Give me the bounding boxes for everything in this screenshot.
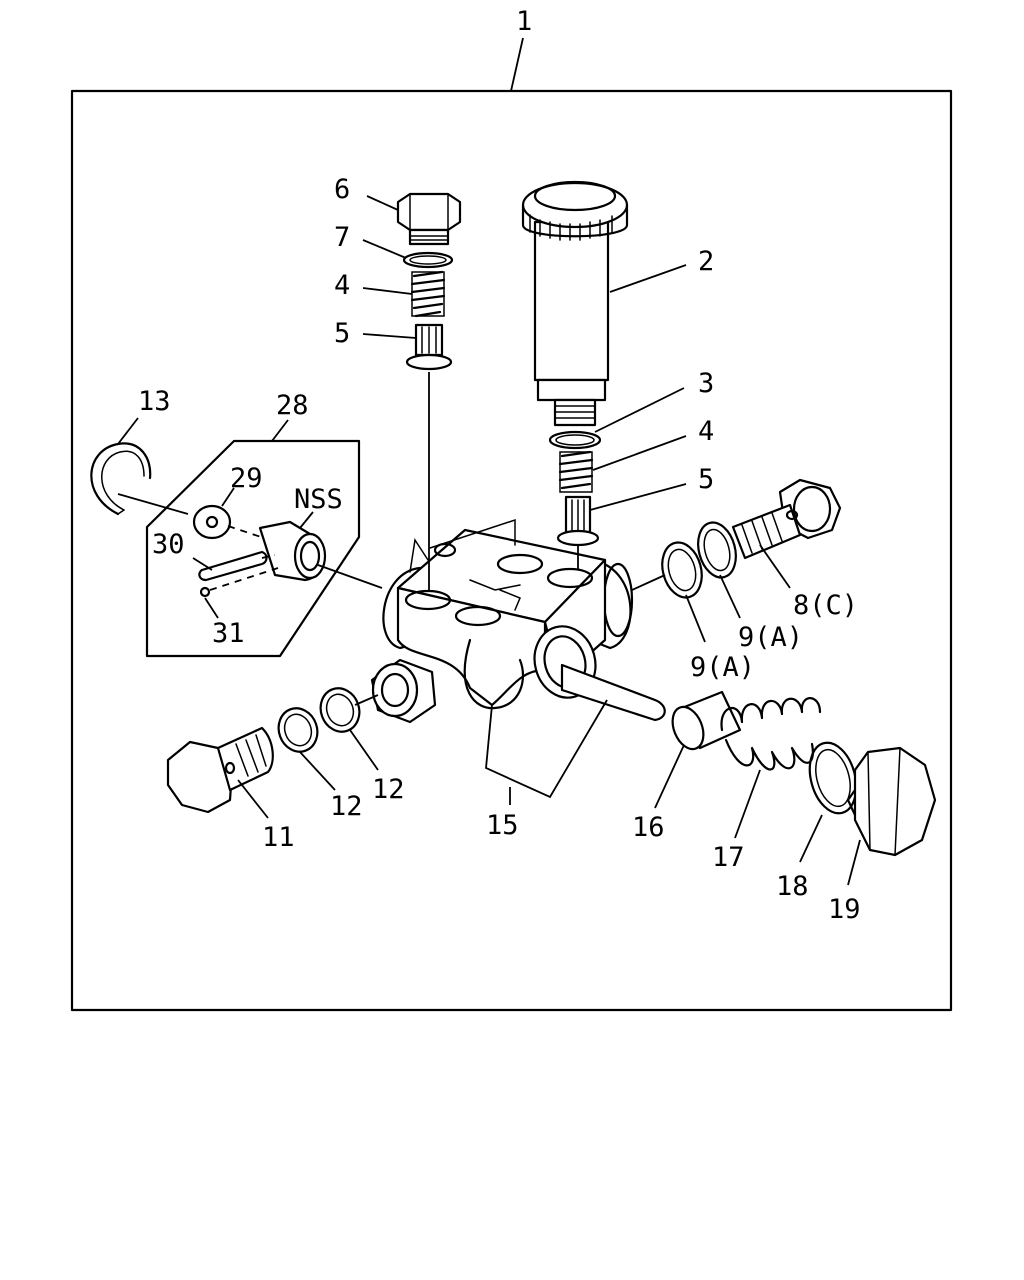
label-9a-inner: 9(A) — [690, 652, 755, 683]
o-ring-7 — [402, 251, 454, 269]
valve-left — [405, 323, 453, 371]
label-19: 19 — [828, 894, 861, 925]
label-3: 3 — [698, 368, 714, 399]
label-5-left: 5 — [334, 318, 350, 349]
valve-right — [556, 495, 600, 547]
label-11: 11 — [262, 822, 295, 853]
label-7: 7 — [334, 222, 350, 253]
label-12-left: 12 — [330, 791, 363, 822]
nss-housing — [258, 520, 327, 582]
label-4-left: 4 — [334, 270, 350, 301]
label-15: 15 — [486, 810, 519, 841]
label-18: 18 — [776, 871, 809, 902]
label-17: 17 — [712, 842, 745, 873]
label-30: 30 — [152, 529, 185, 560]
snap-ring-13 — [90, 442, 152, 516]
plug-bolt-6 — [396, 192, 462, 246]
label-6: 6 — [334, 174, 350, 205]
valve-spring-right — [558, 450, 594, 493]
label-2: 2 — [698, 246, 714, 277]
washer-9a-outer — [697, 521, 737, 579]
label-16: 16 — [632, 812, 665, 843]
label-9a-outer: 9(A) — [738, 622, 803, 653]
banjo-fitting-8 — [731, 478, 842, 560]
label-5-right: 5 — [698, 464, 714, 495]
label-1: 1 — [516, 6, 532, 37]
banjo-bolt-11 — [166, 726, 274, 814]
o-ring-3 — [548, 430, 602, 450]
collar-29 — [192, 504, 232, 540]
spring-17 — [720, 697, 822, 771]
label-nss: NSS — [294, 484, 343, 515]
label-31: 31 — [212, 618, 245, 649]
pin-31 — [199, 586, 211, 598]
piston-16 — [671, 690, 742, 751]
label-4-right: 4 — [698, 416, 714, 447]
label-12-right: 12 — [372, 774, 405, 805]
kit-28-boundary — [145, 439, 361, 658]
pump-body — [370, 518, 666, 724]
washer-12-left — [277, 707, 319, 753]
label-29: 29 — [230, 463, 263, 494]
washer-12-right — [319, 687, 361, 733]
leader-1 — [510, 37, 524, 92]
priming-cylinder — [521, 180, 629, 427]
label-8c: 8(C) — [793, 590, 858, 621]
pin-30 — [198, 550, 268, 582]
valve-spring-left — [410, 270, 446, 318]
washer-9a-inner — [661, 541, 703, 599]
label-13: 13 — [138, 386, 171, 417]
cap-plug-19 — [846, 746, 937, 857]
label-28: 28 — [276, 390, 309, 421]
